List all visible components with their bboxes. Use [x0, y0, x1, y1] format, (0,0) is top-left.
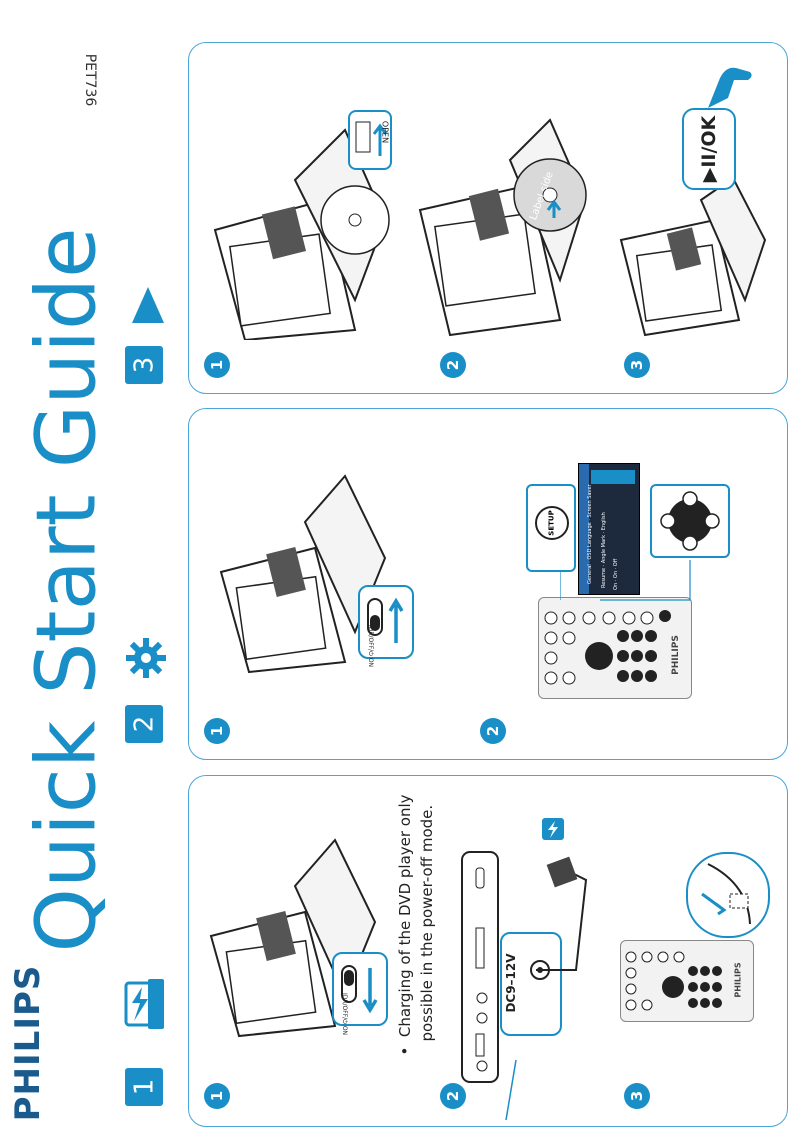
lightning-icon	[542, 818, 564, 840]
power-switch-label-2: IDR/OFF/⏻ ON	[367, 624, 374, 668]
charging-note: • Charging of the DVD player only possib…	[396, 794, 436, 1056]
remote-control-1	[620, 940, 754, 1022]
power-switch-callout-2	[358, 585, 414, 659]
panel1-substep-3: 3	[624, 1083, 650, 1109]
press-play-illustration	[615, 170, 775, 340]
panel3-substep-2: 2	[440, 352, 466, 378]
open-label: OPEN	[380, 120, 390, 144]
brand-logo: PHILIPS	[8, 964, 48, 1121]
panel3-substep-3: 3	[624, 352, 650, 378]
gear-icon	[124, 636, 168, 684]
panel1-substep-2: 2	[440, 1083, 466, 1109]
remote-brand-1: PHILIPS	[733, 962, 743, 998]
play-ok-button-callout: ▶II/OK	[682, 108, 736, 190]
charge-icon	[122, 975, 166, 1037]
insert-disc-illustration	[410, 100, 590, 340]
dvd-player-open-illustration	[205, 100, 395, 340]
remote-control-2	[538, 597, 692, 699]
remote-brand-2: PHILIPS	[671, 635, 681, 675]
page-title: Quick Start Guide	[19, 227, 115, 953]
play-icon	[128, 283, 168, 331]
dvd-player-power-illustration	[215, 462, 395, 682]
panel2-substep-1: 1	[204, 718, 230, 744]
label-side-text: Label side	[528, 170, 556, 222]
panel3-substep-1: 1	[204, 352, 230, 378]
setup-menu-screen	[578, 463, 640, 595]
panel2-substep-2: 2	[480, 718, 506, 744]
battery-compartment-callout	[686, 852, 770, 938]
power-switch-callout-1	[332, 952, 388, 1026]
nav-pad-callout	[650, 484, 730, 558]
step-2-badge: 2	[125, 705, 163, 743]
model-number: PET736	[82, 53, 98, 107]
step-3-badge: 3	[125, 346, 163, 384]
open-button-callout	[348, 110, 392, 170]
adapter-cable-illustration	[505, 856, 588, 1120]
power-switch-label-1: IDR/OFF/⏻ ON	[341, 992, 348, 1036]
player-side-view-illustration	[452, 848, 512, 1088]
panel1-substep-1: 1	[204, 1083, 230, 1109]
setup-button-callout: SETUP	[526, 484, 576, 572]
pointing-hand-icon	[700, 58, 756, 118]
step-1-badge: 1	[125, 1068, 163, 1106]
dc-input-callout	[500, 932, 562, 1036]
callout-connector-lines	[560, 560, 691, 601]
